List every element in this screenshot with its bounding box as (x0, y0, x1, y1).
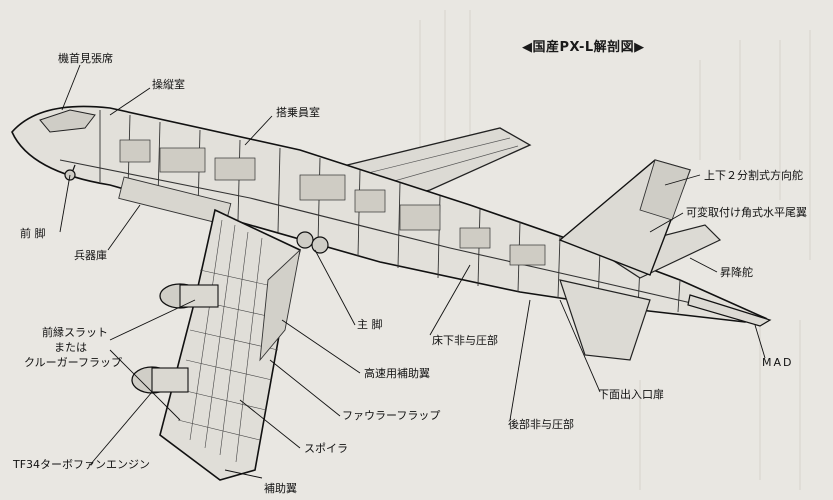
label-variable-stabilizer: 可変取付け角式水平尾翼 (686, 206, 807, 219)
rudder (639, 159, 691, 221)
cabin-equipment (119, 139, 546, 266)
background-text-texture (419, 10, 811, 490)
label-aft-unpressurized: 後部非与圧部 (508, 418, 574, 431)
mad-boom (687, 294, 772, 327)
label-nose-gear: 前 脚 (20, 227, 46, 240)
engine-upper (159, 283, 219, 309)
label-slat-line2: または (54, 341, 87, 354)
label-cockpit: 操縦室 (152, 78, 185, 91)
engine-lower (131, 366, 189, 394)
label-lower-entry-door: 下面出入口扉 (598, 388, 664, 401)
left-wing (159, 208, 301, 481)
weapons-bay-outline (118, 176, 232, 226)
label-nose-lookout-seat: 機首見張席 (58, 52, 113, 65)
cabin-floor (59, 159, 701, 306)
label-high-speed-aileron: 高速用補助翼 (364, 367, 430, 380)
label-elevator: 昇降舵 (720, 266, 753, 279)
fowler-flap (259, 248, 301, 362)
label-split-rudder: 上下２分割式方向舵 (704, 169, 803, 182)
label-mad: MAD (762, 356, 794, 369)
label-weapons-bay: 兵器庫 (74, 249, 107, 262)
label-spoiler: スポイラ (304, 442, 348, 455)
label-crew-cabin: 搭乗員室 (276, 106, 320, 119)
label-slat-line1: 前縁スラット (42, 326, 108, 339)
cockpit-windows (39, 109, 96, 133)
label-main-gear: 主 脚 (357, 318, 383, 331)
leader-lines (59, 64, 766, 479)
label-slat-line3: クルーガーフラップ (24, 356, 123, 369)
horizontal-stabilizer-lower (559, 279, 651, 361)
label-fowler-flap: ファウラーフラップ (342, 409, 441, 422)
label-aileron: 補助翼 (264, 482, 297, 495)
label-engine: TF34ターボファンエンジン (13, 458, 151, 471)
diagram-title: ◀国産PX-L解剖図▶ (522, 40, 645, 55)
main-gear (296, 231, 329, 254)
label-underfloor-unpressurized: 床下非与圧部 (432, 334, 498, 347)
